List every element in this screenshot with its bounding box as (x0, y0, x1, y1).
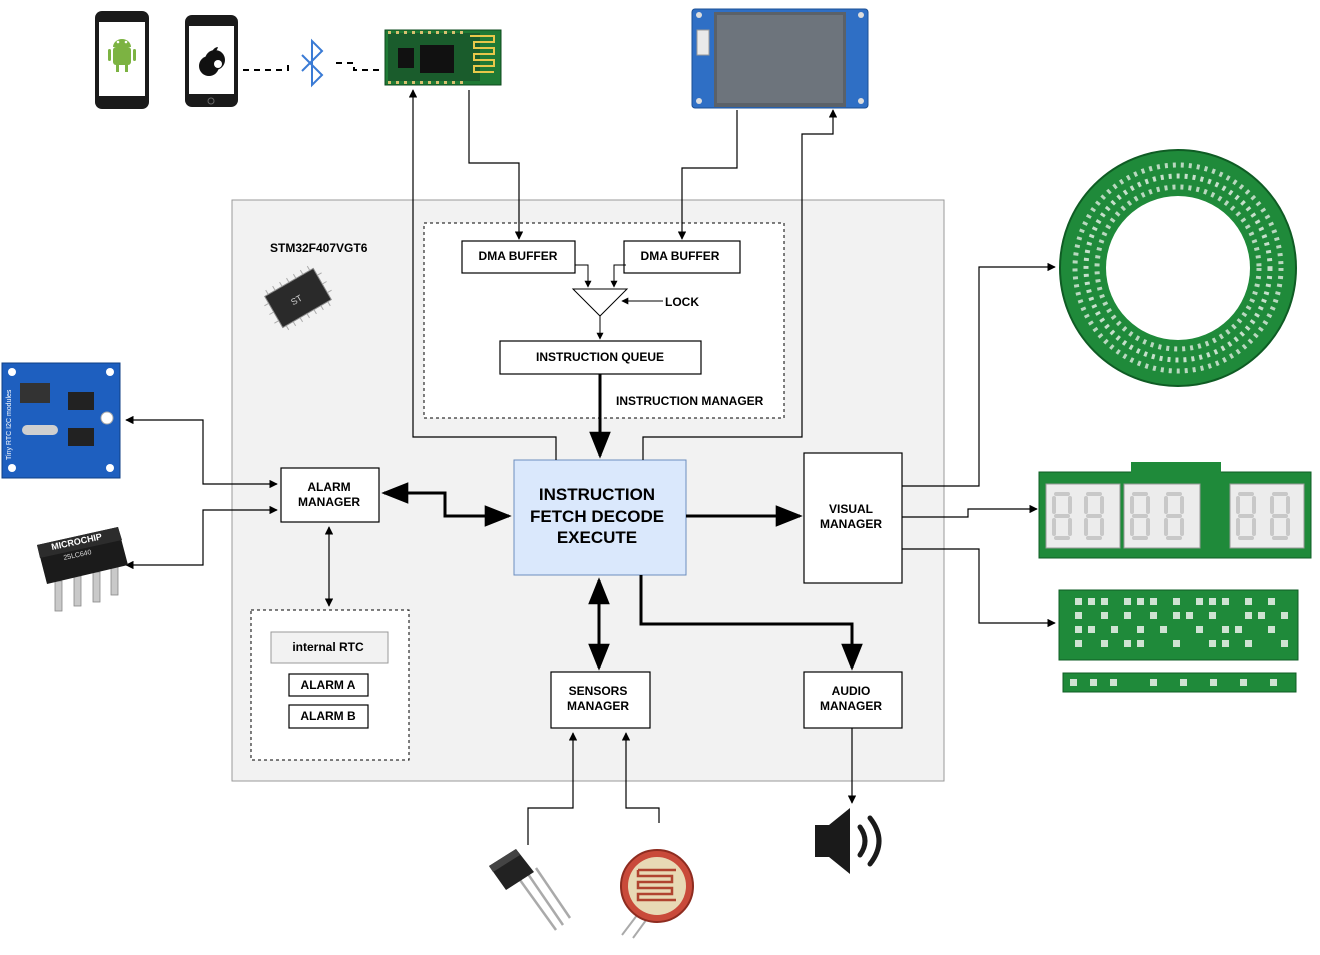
led-matrix-image (1058, 589, 1299, 693)
lock-merge-triangle (571, 288, 629, 317)
alarm-b-box (288, 704, 369, 729)
instruction-manager-label: INSTRUCTION MANAGER (616, 394, 764, 408)
bluetooth-module-image (384, 29, 502, 86)
bluetooth-icon (301, 38, 324, 88)
sensors-manager-label-line2: MANAGER (567, 699, 629, 713)
ldr-sensor-image (620, 849, 694, 939)
tft-screen-image (691, 8, 869, 109)
audio-manager-label-line1: AUDIO (832, 684, 871, 698)
sensors-manager-box (550, 671, 651, 729)
mcu-part-label: STM32F407VGT6 (270, 241, 368, 255)
audio-manager-label-line2: MANAGER (820, 699, 882, 713)
visual-manager-label-line1: VISUAL (829, 502, 873, 516)
tiny-rtc-module-image: Tiny RTC I2C modules (1, 362, 121, 479)
alarm-manager-label-line1: ALARM (307, 480, 350, 494)
tiny-rtc-label: Tiny RTC I2C modules (6, 389, 13, 460)
sensors-manager-label-line1: SENSORS (569, 684, 628, 698)
seven-segment-display-image (1038, 462, 1312, 559)
alarm-a-label: ALARM A (301, 678, 356, 692)
core-label-line2: FETCH DECODE (530, 507, 664, 526)
internal-rtc-label: internal RTC (292, 640, 364, 654)
alarm-manager-box (280, 467, 380, 523)
alarm-a-box (288, 673, 369, 697)
instruction-queue-box (499, 340, 702, 375)
apple-phone-icon (185, 15, 238, 107)
dma-buffer-2-box (623, 240, 741, 274)
lock-label: LOCK (665, 295, 699, 309)
dma-buffer-1-box (461, 240, 576, 274)
alarm-manager-label-line2: MANAGER (298, 495, 360, 509)
connectors (125, 62, 1056, 845)
internal-rtc-box (270, 631, 389, 664)
core-box (513, 459, 687, 576)
dma-buffer-2-label: DMA BUFFER (641, 249, 720, 263)
core-label-line1: INSTRUCTION (539, 485, 655, 504)
eeprom-chip-image: MICROCHIP 25LC640 (37, 527, 128, 612)
audio-manager-box (803, 671, 903, 729)
dma-buffer-1-label: DMA BUFFER (479, 249, 558, 263)
visual-manager-label-line2: MANAGER (820, 517, 882, 531)
visual-manager-box (803, 452, 903, 584)
temperature-sensor-image (489, 849, 572, 931)
alarm-b-label: ALARM B (300, 709, 356, 723)
instruction-queue-label: INSTRUCTION QUEUE (536, 350, 664, 364)
android-phone-icon (95, 11, 149, 109)
led-ring-image (1059, 149, 1297, 387)
core-label-line3: EXECUTE (557, 528, 637, 547)
mcu-chip-image: ST (264, 265, 332, 331)
speaker-icon (815, 808, 882, 874)
